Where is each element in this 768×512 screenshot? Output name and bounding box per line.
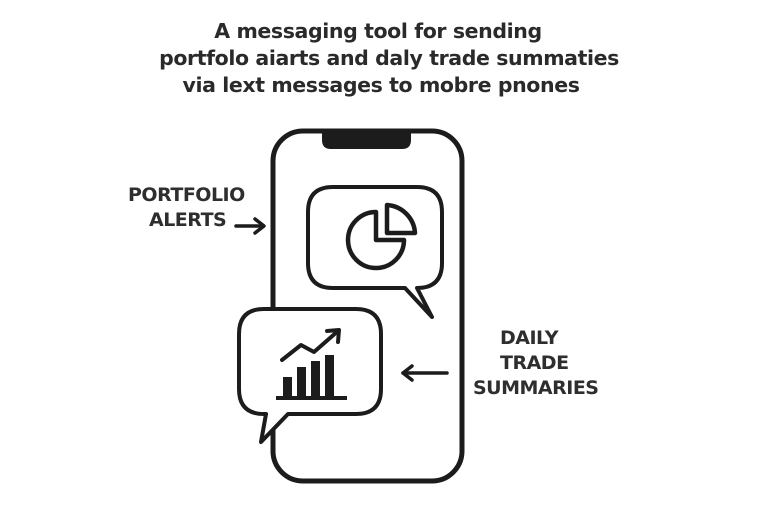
bar-chart-trend-icon [276,328,347,400]
headline: A messaging tool for sending portfolo ai… [0,18,768,99]
headline-line-3: via lext messages to mobre pnones [182,73,580,97]
smartphone-icon [270,128,465,484]
headline-line-2: portfolo aiarts and daly trade summaties [159,46,619,70]
arrow-right-icon [234,217,266,235]
arrow-left-icon [401,364,449,382]
headline-line-1: A messaging tool for sending [214,19,542,43]
daily-summaries-label-line-2: TRADE [500,352,569,374]
chart-bar-1 [283,377,292,396]
portfolio-alerts-label-line-2: ALERTS [149,209,227,231]
chart-bar-4 [325,355,334,396]
daily-summaries-label-line-1: DAILY [500,327,558,349]
summary-speech-bubble-icon [237,307,383,444]
phone-notch [322,131,411,149]
chart-baseline [276,396,347,400]
trend-line [280,329,340,362]
daily-summaries-label-line-3: SUMMARIES [473,377,599,399]
portfolio-alerts-label-line-1: PORTFOLIO [128,184,245,206]
portfolio-alerts-label: PORTFOLIO ALERTS [128,183,245,233]
trend-arrowhead [325,328,341,344]
chart-bar-2 [297,367,306,396]
daily-trade-summaries-label: DAILY TRADE SUMMARIES [473,326,599,401]
chart-bar-3 [311,361,320,396]
pie-chart-icon [345,202,418,271]
